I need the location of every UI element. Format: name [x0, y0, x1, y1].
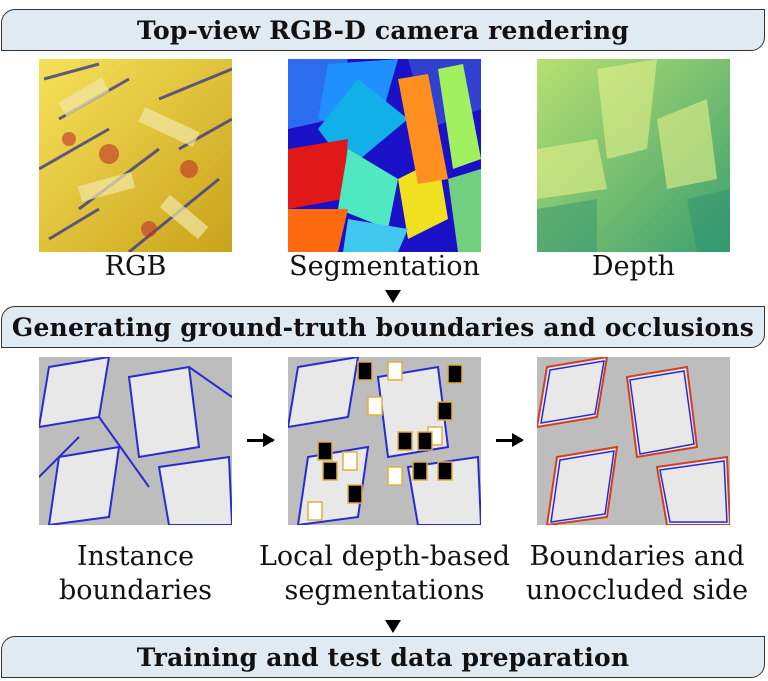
flow-arrow-right — [496, 433, 524, 447]
caption-rgb: RGB — [39, 250, 232, 284]
stage-banner-data-preparation: Training and test data preparation — [1, 636, 765, 678]
stage-title: Generating ground-truth boundaries and o… — [11, 312, 755, 342]
caption-segmentation: Segmentation — [288, 250, 481, 284]
stage-banner-ground-truth: Generating ground-truth boundaries and o… — [1, 306, 765, 348]
local-segmentations-image — [288, 357, 481, 550]
caption-line: Local depth-based — [258, 541, 511, 572]
boundaries-unoccluded-image — [537, 357, 730, 550]
stage-banner-rendering: Top-view RGB-D camera rendering — [1, 9, 765, 51]
caption-text: RGB — [104, 251, 167, 282]
flow-arrow-down — [385, 620, 401, 633]
caption-line: boundaries — [58, 575, 213, 606]
flow-arrow-down — [385, 290, 401, 303]
caption-text: Segmentation — [289, 251, 480, 282]
caption-boundaries-unoccluded: Boundaries and unoccluded side — [512, 540, 762, 608]
segmentation-image — [288, 59, 481, 252]
caption-instance-boundaries: Instance boundaries — [14, 540, 257, 608]
caption-text: Depth — [591, 251, 676, 282]
caption-depth: Depth — [537, 250, 730, 284]
stage-title: Top-view RGB-D camera rendering — [137, 15, 629, 45]
caption-line: Instance — [76, 541, 195, 572]
rgb-image — [39, 59, 232, 252]
depth-image — [537, 59, 730, 252]
caption-line: segmentations — [284, 575, 485, 606]
stage-title: Training and test data preparation — [136, 642, 630, 672]
flow-arrow-right — [247, 433, 275, 447]
instance-boundaries-image — [39, 357, 232, 550]
caption-line: Boundaries and — [529, 541, 745, 572]
caption-local-segmentations: Local depth-based segmentations — [257, 540, 512, 608]
caption-line: unoccluded side — [525, 575, 749, 606]
